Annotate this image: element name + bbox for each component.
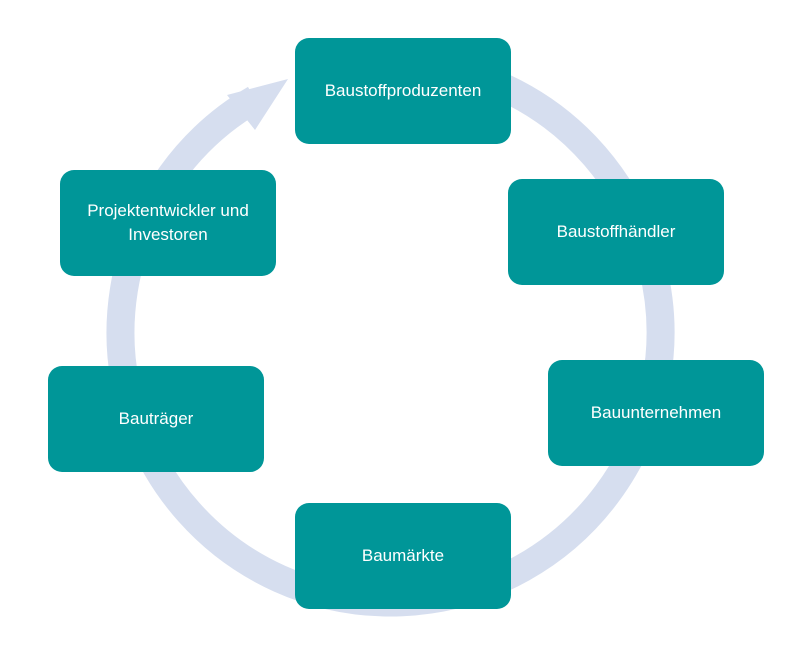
node-projektentwickler: Projektentwickler und Investoren [60, 170, 276, 276]
cycle-arrowhead [227, 79, 288, 130]
node-bautraeger: Bauträger [48, 366, 264, 472]
node-baustoffhaendler: Baustoffhändler [508, 179, 724, 285]
node-baustoffproduzenten: Baustoffproduzenten [295, 38, 511, 144]
node-baumaerkte: Baumärkte [295, 503, 511, 609]
node-bauunternehmen: Bauunternehmen [548, 360, 764, 466]
